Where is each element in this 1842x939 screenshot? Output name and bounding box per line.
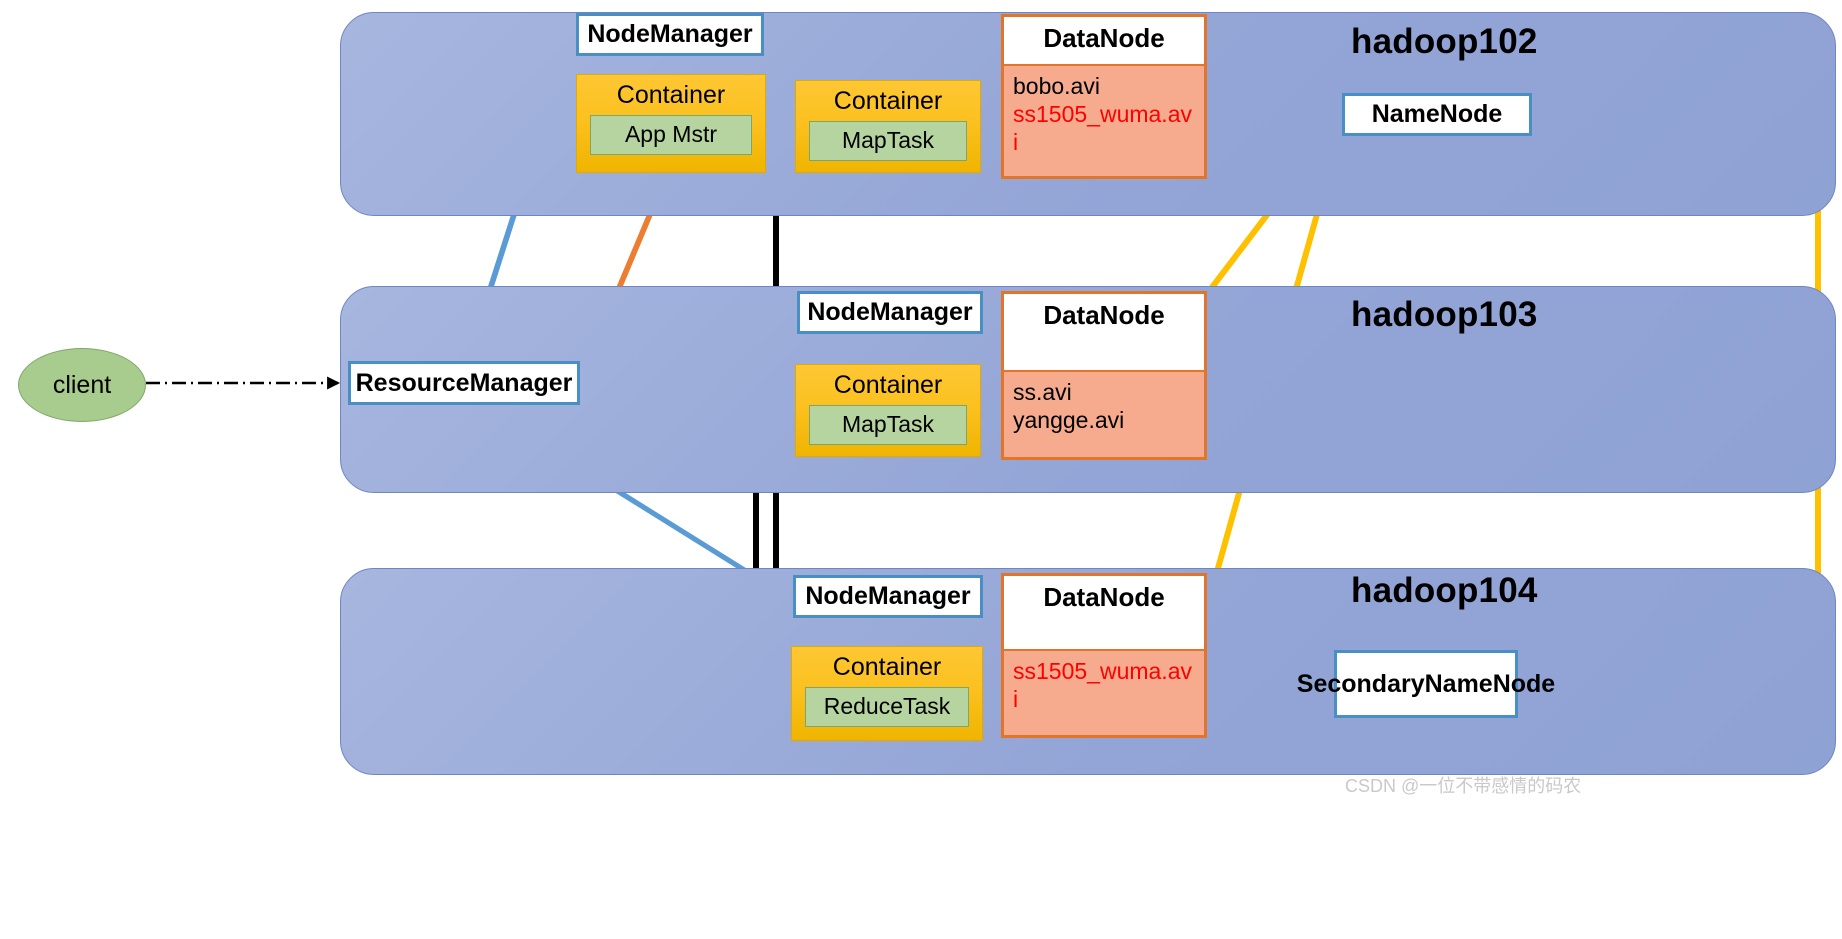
watermark: CSDN @一位不带感情的码农 (1345, 776, 1582, 796)
container-maptask-hadoop102[interactable]: Container MapTask (795, 80, 981, 173)
datanode-file: ss1505_wuma.avi (1013, 658, 1192, 713)
nodemanager-hadoop102-label: NodeManager (587, 20, 753, 48)
container-reducetask-hadoop104[interactable]: Container ReduceTask (791, 646, 983, 741)
namenode-label: NameNode (1371, 100, 1503, 128)
nodemanager-hadoop103[interactable]: NodeManager (797, 291, 983, 334)
task-app-master[interactable]: App Mstr (590, 115, 752, 156)
datanode-title: DataNode (1004, 17, 1204, 54)
datanode-file-list: ss.avi yangge.avi (1004, 370, 1204, 457)
resourcemanager[interactable]: ResourceManager (348, 361, 580, 405)
datanode-file: bobo.avi (1013, 73, 1100, 99)
datanode-empty-space (1004, 331, 1204, 370)
panel-label-hadoop104: hadoop104 (1351, 571, 1538, 610)
datanode-file: yangge.avi (1013, 407, 1125, 434)
container-title: Container (833, 371, 943, 399)
datanode-hadoop104[interactable]: DataNode ss1505_wuma.avi (1001, 573, 1207, 738)
datanode-title: DataNode (1004, 294, 1204, 331)
namenode[interactable]: NameNode (1342, 93, 1532, 136)
nodemanager-hadoop104-label: NodeManager (805, 582, 971, 610)
nodemanager-hadoop103-label: NodeManager (807, 298, 973, 326)
container-maptask-hadoop103[interactable]: Container MapTask (795, 364, 981, 457)
client-label: client (52, 370, 112, 399)
task-map-task[interactable]: MapTask (808, 405, 968, 446)
panel-label-hadoop103: hadoop103 (1351, 295, 1538, 334)
container-title: Container (832, 653, 942, 681)
task-reduce-task[interactable]: ReduceTask (805, 687, 969, 728)
datanode-file: ss.avi (1013, 379, 1072, 405)
datanode-empty-space (1004, 613, 1204, 649)
datanode-file: ss1505_wuma.avi (1013, 101, 1192, 156)
datanode-title: DataNode (1004, 576, 1204, 613)
task-map-task[interactable]: MapTask (808, 121, 968, 162)
datanode-hadoop102[interactable]: DataNode bobo.avi ss1505_wuma.avi (1001, 14, 1207, 179)
client-node[interactable]: client (18, 348, 146, 422)
datanode-hadoop103[interactable]: DataNode ss.avi yangge.avi (1001, 291, 1207, 460)
container-appmaster-hadoop102[interactable]: Container App Mstr (576, 74, 766, 173)
datanode-file-list: bobo.avi ss1505_wuma.avi (1004, 64, 1204, 176)
secondarynamenode[interactable]: SecondaryNameNode (1297, 650, 1555, 718)
secondarynamenode-label: SecondaryNameNode (1296, 669, 1556, 698)
container-title: Container (833, 87, 943, 115)
container-title: Container (616, 81, 726, 109)
datanode-file-list: ss1505_wuma.avi (1004, 649, 1204, 735)
resourcemanager-label: ResourceManager (355, 368, 573, 397)
nodemanager-hadoop104[interactable]: NodeManager (793, 575, 983, 618)
nodemanager-hadoop102[interactable]: NodeManager (576, 13, 764, 56)
datanode-empty-space (1004, 54, 1204, 64)
panel-label-hadoop102: hadoop102 (1351, 22, 1538, 61)
